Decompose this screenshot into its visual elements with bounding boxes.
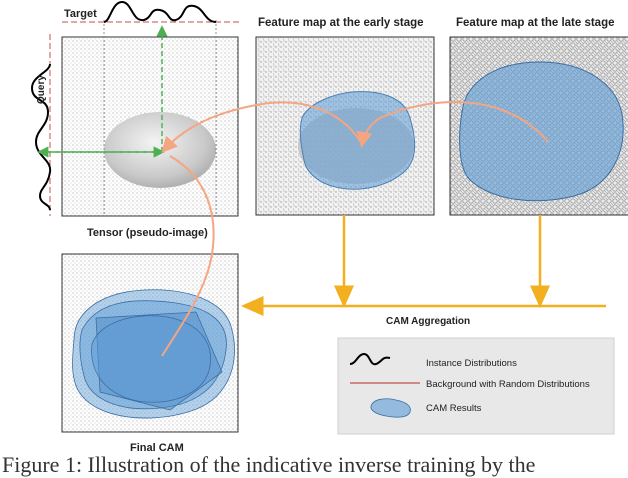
legend-item-instance: Instance Distributions: [426, 358, 517, 369]
early-cam-blob: [299, 91, 415, 190]
early-stage-panel: Feature map at the early stage: [255, 17, 435, 216]
wave-icon: [349, 352, 391, 366]
late-cam-blob: [459, 61, 624, 202]
tensor-label: Tensor (pseudo-image): [87, 227, 208, 239]
legend-item-background: Background with Random Distributions: [426, 379, 590, 390]
flow-arrow-late: [356, 101, 549, 148]
figure-caption: Figure 1: Illustration of the indicative…: [2, 452, 536, 477]
aggregation-label: CAM Aggregation: [386, 316, 470, 327]
blob-icon: [370, 398, 411, 418]
flow-arrow-early: [161, 101, 363, 153]
late-stage-panel: Feature map at the late stage: [449, 17, 628, 216]
early-stage-title: Feature map at the early stage: [258, 17, 424, 29]
late-stage-title: Feature map at the late stage: [456, 17, 615, 29]
query-label: Query: [36, 75, 47, 104]
aggregation-arrows: CAM Aggregation: [241, 215, 606, 327]
flow-arrow-final: [161, 155, 215, 357]
target-wave-icon: [103, 0, 217, 23]
target-label: Target: [64, 8, 97, 20]
legend-item-cam: CAM Results: [426, 403, 482, 414]
query-wave-icon: [30, 63, 52, 211]
final-cam-label: Final CAM: [130, 442, 184, 454]
legend: Instance Distributions Background with R…: [337, 337, 615, 435]
final-cam-panel: Final CAM: [61, 253, 239, 454]
